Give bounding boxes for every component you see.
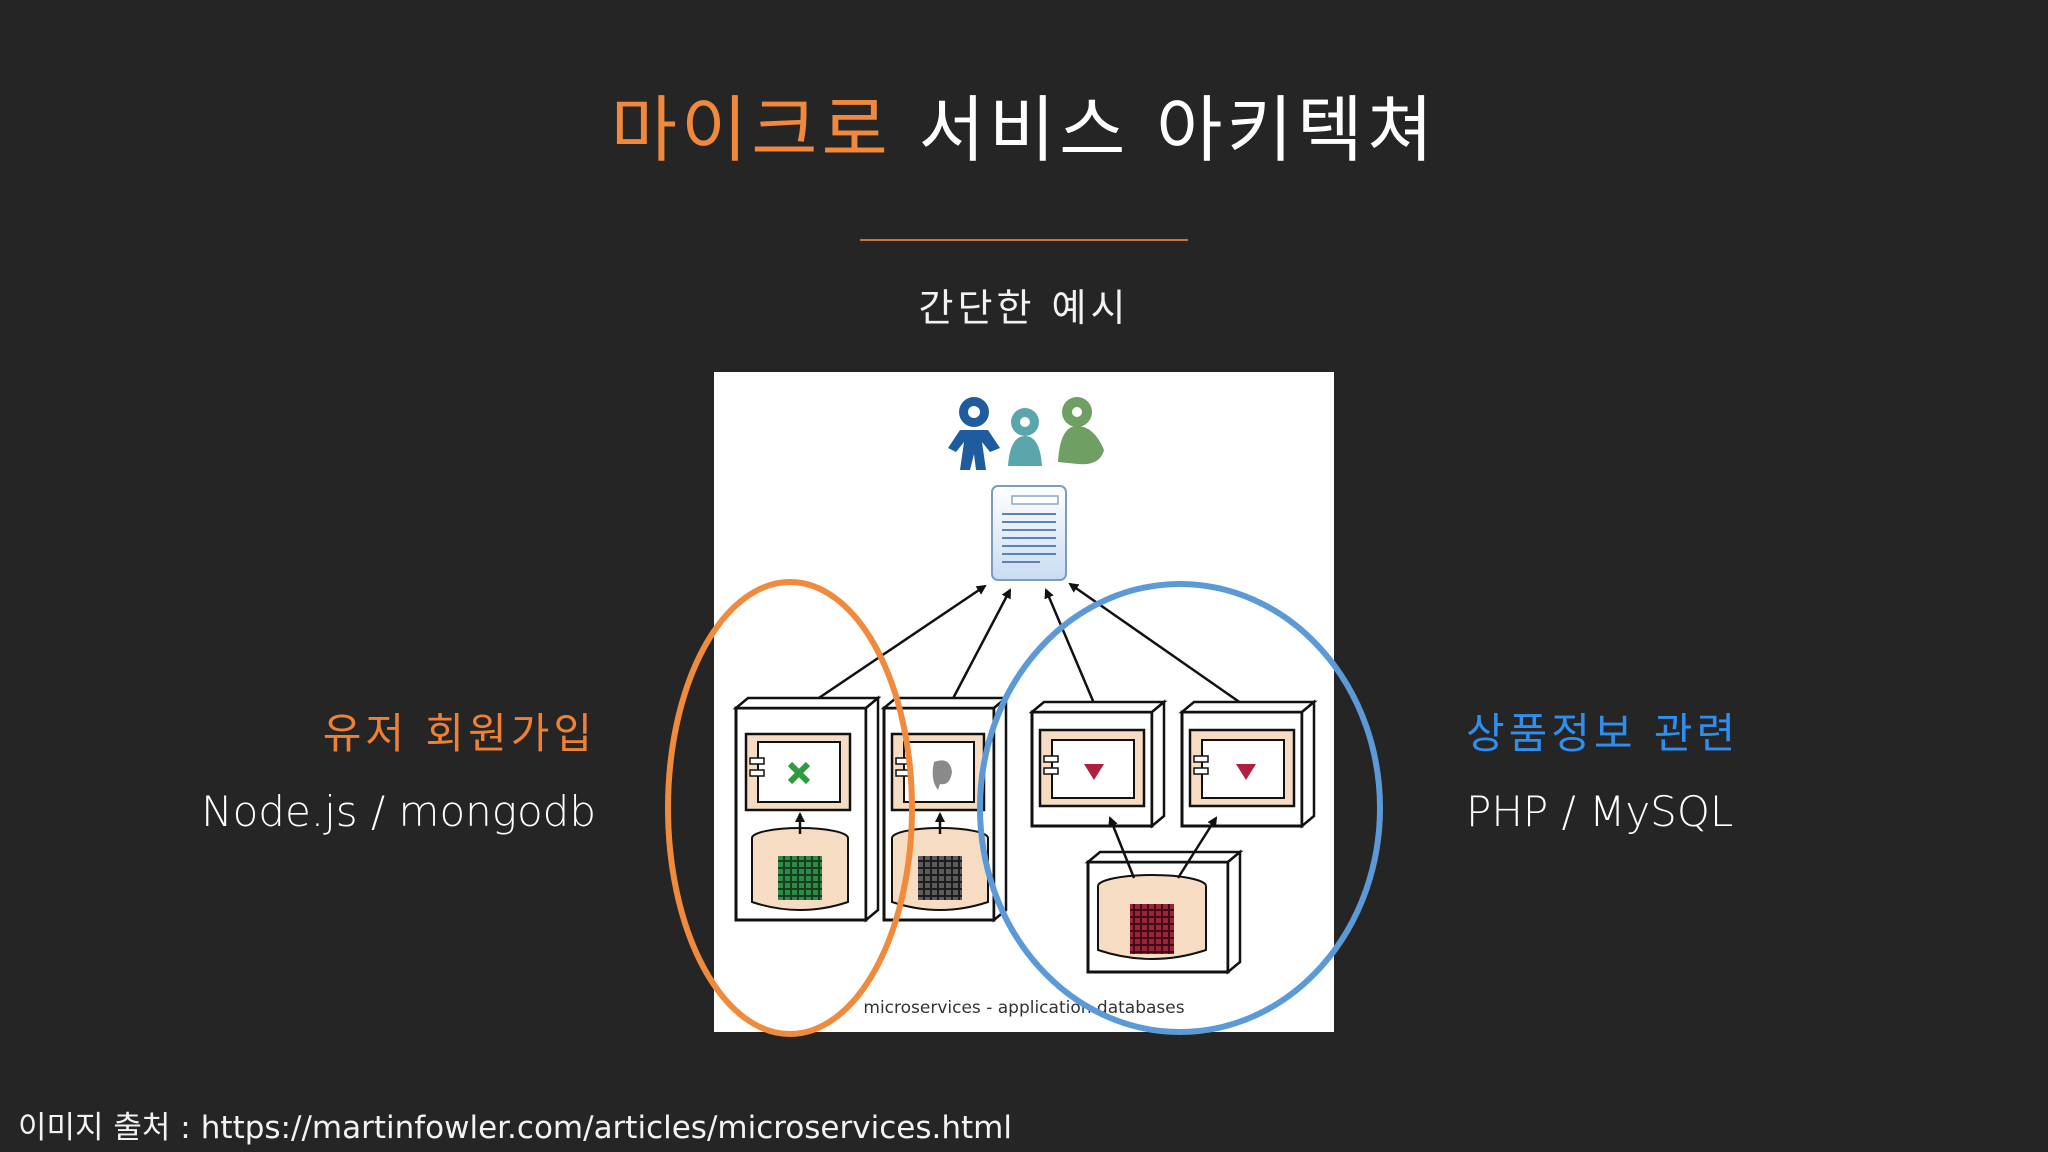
credit-label: 이미지 출처 : bbox=[18, 1110, 191, 1146]
blue-highlight-ellipse bbox=[977, 581, 1383, 1035]
credit-url[interactable]: https://martinfowler.com/articles/micros… bbox=[200, 1110, 1012, 1146]
service-box-gray bbox=[880, 695, 1010, 923]
shared-database bbox=[1084, 849, 1244, 975]
right-group-stack: PHP / MySQL bbox=[1466, 787, 1734, 836]
title-accent: 마이크로 bbox=[610, 88, 892, 172]
slide-title: 마이크로 서비스 아키텍쳐 bbox=[0, 82, 2048, 178]
database-arrows bbox=[1108, 816, 1218, 879]
left-group-stack: Node.js / mongodb bbox=[201, 787, 596, 836]
slide-subtitle: 간단한 예시 bbox=[918, 286, 1130, 330]
title-rest: 서비스 아키텍쳐 bbox=[918, 88, 1438, 172]
orange-highlight-ellipse bbox=[665, 579, 915, 1037]
users-icon bbox=[948, 397, 1104, 470]
service-box-product-a bbox=[1028, 699, 1168, 829]
service-box-user bbox=[732, 695, 882, 923]
document-icon bbox=[991, 485, 1067, 581]
title-divider bbox=[860, 239, 1188, 241]
right-group-heading: 상품정보 관련 bbox=[1466, 709, 1740, 758]
image-credit: 이미지 출처 :https://martinfowler.com/article… bbox=[18, 1108, 1012, 1148]
service-box-product-b bbox=[1178, 699, 1318, 829]
diagram-caption: microservices - application databases bbox=[863, 998, 1184, 1018]
left-group-heading: 유저 회원가입 bbox=[322, 709, 596, 758]
